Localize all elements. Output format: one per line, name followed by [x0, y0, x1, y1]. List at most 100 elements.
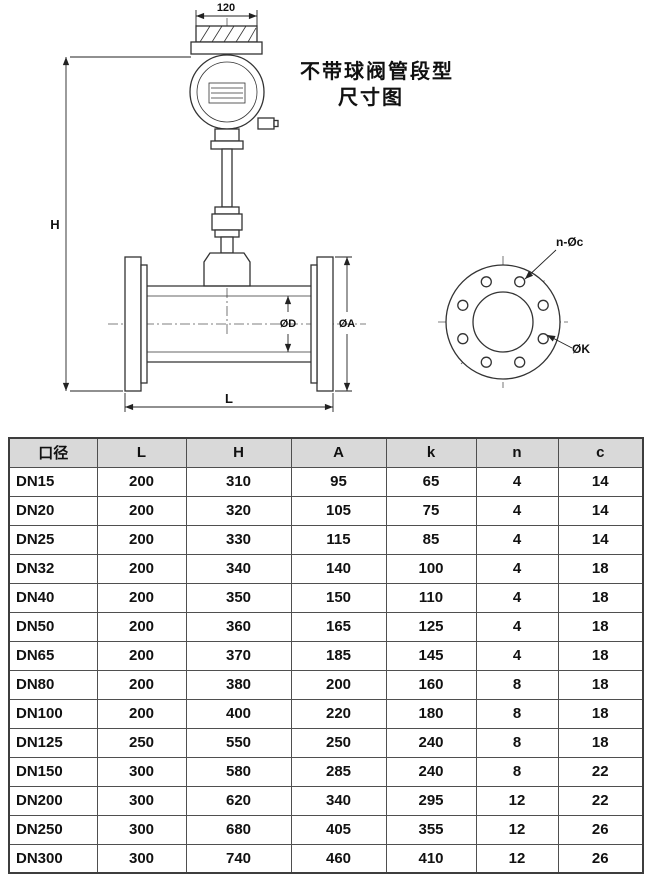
height-dim-label: H — [50, 217, 59, 232]
top-width-dim-label: 120 — [217, 2, 235, 14]
dimension-value-cell: 250 — [290, 727, 387, 758]
dimension-value-cell: 370 — [185, 640, 292, 671]
dimension-value-cell: 100 — [385, 553, 477, 584]
dimension-value-cell: 310 — [185, 466, 292, 497]
dimension-value-cell: 4 — [475, 611, 559, 642]
dn-size-cell: DN25 — [8, 524, 98, 555]
dimension-value-cell: 145 — [385, 640, 477, 671]
dimension-value-cell: 200 — [96, 640, 187, 671]
dimension-value-cell: 240 — [385, 756, 477, 787]
dimension-value-cell: 360 — [185, 611, 292, 642]
dn-size-cell: DN50 — [8, 611, 98, 642]
dn-size-cell: DN250 — [8, 814, 98, 845]
flange-od-dim-label: ØA — [339, 318, 356, 330]
length-dim-label: L — [225, 391, 233, 406]
dn-size-cell: DN200 — [8, 785, 98, 816]
dimension-value-cell: 14 — [557, 466, 644, 497]
dimension-value-cell: 285 — [290, 756, 387, 787]
dimension-value-cell: 620 — [185, 785, 292, 816]
dimension-value-cell: 340 — [185, 553, 292, 584]
dimension-value-cell: 18 — [557, 611, 644, 642]
dimension-value-cell: 22 — [557, 785, 644, 816]
dimension-value-cell: 95 — [290, 466, 387, 497]
dn-size-cell: DN65 — [8, 640, 98, 671]
dimension-value-cell: 4 — [475, 524, 559, 555]
dimension-value-cell: 26 — [557, 814, 644, 845]
dn-size-cell: DN15 — [8, 466, 98, 497]
drawing-title-line2: 尺寸图 — [338, 86, 404, 109]
dn-size-cell: DN300 — [8, 843, 98, 874]
dimension-value-cell: 300 — [96, 785, 187, 816]
dimension-value-cell: 4 — [475, 640, 559, 671]
dn-size-cell: DN32 — [8, 553, 98, 584]
dimension-value-cell: 8 — [475, 727, 559, 758]
dimension-value-cell: 200 — [96, 466, 187, 497]
column-header: c — [557, 437, 644, 468]
dimension-annotations: 120 H L ØD ØA — [50, 2, 355, 412]
dimension-value-cell: 4 — [475, 553, 559, 584]
dimension-value-cell: 200 — [96, 582, 187, 613]
dn-size-cell: DN125 — [8, 727, 98, 758]
dimension-value-cell: 85 — [385, 524, 477, 555]
column-header: A — [290, 437, 387, 468]
dimension-value-cell: 185 — [290, 640, 387, 671]
dimension-value-cell: 180 — [385, 698, 477, 729]
dimension-value-cell: 18 — [557, 553, 644, 584]
dimension-value-cell: 165 — [290, 611, 387, 642]
dimension-value-cell: 295 — [385, 785, 477, 816]
dimension-value-cell: 12 — [475, 843, 559, 874]
dimension-value-cell: 460 — [290, 843, 387, 874]
flange-end-view: n-Øc ØK — [445, 235, 590, 380]
dimension-value-cell: 320 — [185, 495, 292, 526]
column-header: k — [385, 437, 477, 468]
dimension-value-cell: 740 — [185, 843, 292, 874]
dimension-value-cell: 140 — [290, 553, 387, 584]
dimension-value-cell: 300 — [96, 843, 187, 874]
dimension-value-cell: 405 — [290, 814, 387, 845]
dimension-value-cell: 200 — [96, 669, 187, 700]
dimension-value-cell: 200 — [96, 698, 187, 729]
dimension-value-cell: 4 — [475, 582, 559, 613]
dimension-value-cell: 14 — [557, 524, 644, 555]
dimension-value-cell: 8 — [475, 669, 559, 700]
dimension-value-cell: 200 — [290, 669, 387, 700]
dimension-value-cell: 26 — [557, 843, 644, 874]
bore-dim-label: ØD — [280, 318, 297, 330]
dimension-value-cell: 18 — [557, 669, 644, 700]
dimension-value-cell: 200 — [96, 553, 187, 584]
dimension-value-cell: 22 — [557, 756, 644, 787]
transmitter-head-drawing — [189, 25, 279, 287]
dn-size-cell: DN40 — [8, 582, 98, 613]
dn-size-cell: DN150 — [8, 756, 98, 787]
dimension-value-cell: 240 — [385, 727, 477, 758]
dimension-value-cell: 340 — [290, 785, 387, 816]
dimension-value-cell: 355 — [385, 814, 477, 845]
technical-drawing: n-Øc ØK 120 H L ØD ØA 不带球阀管段型 尺寸图 — [0, 0, 650, 437]
dimension-value-cell: 18 — [557, 727, 644, 758]
dimension-value-cell: 125 — [385, 611, 477, 642]
dimension-value-cell: 65 — [385, 466, 477, 497]
bolt-circle-label: ØK — [572, 342, 590, 356]
dimension-value-cell: 4 — [475, 495, 559, 526]
column-header: L — [96, 437, 187, 468]
dimension-value-cell: 12 — [475, 785, 559, 816]
dimension-value-cell: 680 — [185, 814, 292, 845]
dimension-value-cell: 550 — [185, 727, 292, 758]
dn-size-cell: DN100 — [8, 698, 98, 729]
dimension-value-cell: 250 — [96, 727, 187, 758]
dimension-value-cell: 4 — [475, 466, 559, 497]
dimension-value-cell: 115 — [290, 524, 387, 555]
